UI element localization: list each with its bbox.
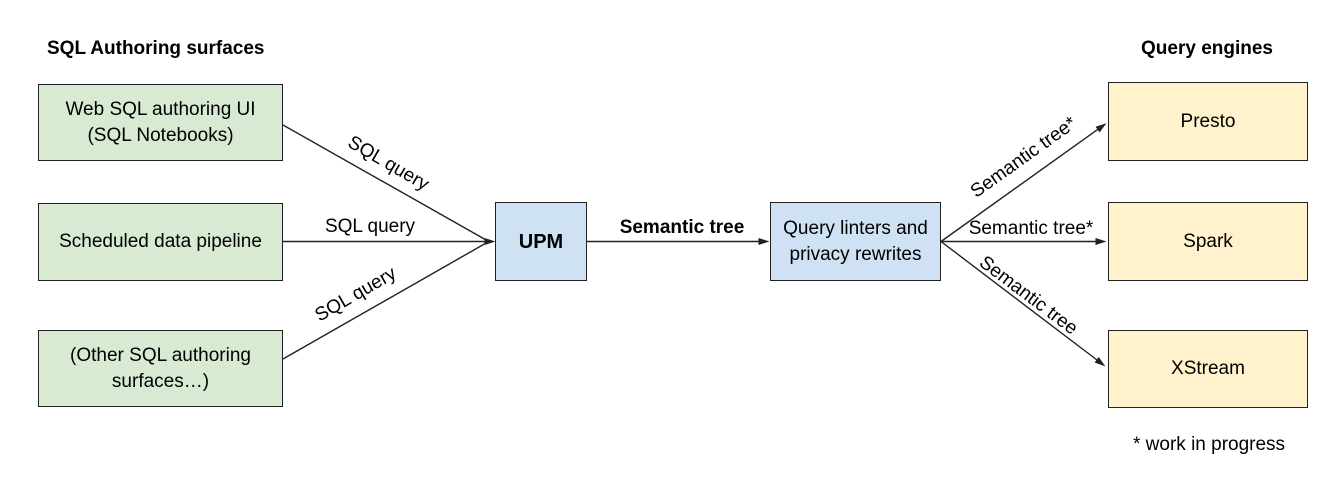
edge-web-sql-to-upm bbox=[282, 124, 488, 242]
node-web-sql-authoring-ui: Web SQL authoring UI (SQL Notebooks) bbox=[38, 84, 283, 161]
node-upm: UPM bbox=[495, 202, 587, 281]
node-xstream: XStream bbox=[1108, 330, 1308, 408]
node-label-line: (SQL Notebooks) bbox=[87, 124, 234, 146]
node-label-line: Web SQL authoring UI bbox=[65, 98, 256, 120]
edge-label-semantic-tree-spark: Semantic tree* bbox=[968, 218, 1094, 239]
node-label-line: Presto bbox=[1180, 110, 1236, 132]
node-other-sql-authoring-surfaces: (Other SQL authoring surfaces…) bbox=[38, 330, 283, 407]
edge-linters-to-xstream bbox=[940, 240, 1106, 367]
node-label-line: UPM bbox=[518, 230, 564, 253]
node-label-line: privacy rewrites bbox=[789, 243, 922, 265]
right-column-heading: Query engines bbox=[1141, 38, 1273, 59]
node-spark: Spark bbox=[1108, 202, 1308, 281]
work-in-progress-footnote: * work in progress bbox=[1133, 434, 1286, 455]
edge-label-semantic-tree-main: Semantic tree bbox=[619, 217, 745, 238]
node-label-line: Scheduled data pipeline bbox=[59, 231, 262, 252]
node-label-line: (Other SQL authoring bbox=[70, 344, 251, 366]
node-label-line: surfaces…) bbox=[111, 370, 210, 392]
node-label-line: XStream bbox=[1171, 358, 1245, 379]
left-column-heading: SQL Authoring surfaces bbox=[47, 38, 265, 59]
edge-linters-to-presto bbox=[940, 123, 1107, 243]
edge-label-sql-query-middle: SQL query bbox=[324, 216, 416, 237]
node-query-linters-privacy-rewrites: Query linters and privacy rewrites bbox=[770, 202, 941, 281]
node-scheduled-data-pipeline: Scheduled data pipeline bbox=[38, 203, 283, 281]
node-label-line: Query linters and bbox=[783, 217, 928, 239]
edge-other-to-upm bbox=[282, 241, 488, 360]
node-label-line: Spark bbox=[1183, 230, 1233, 252]
node-presto: Presto bbox=[1108, 82, 1308, 161]
